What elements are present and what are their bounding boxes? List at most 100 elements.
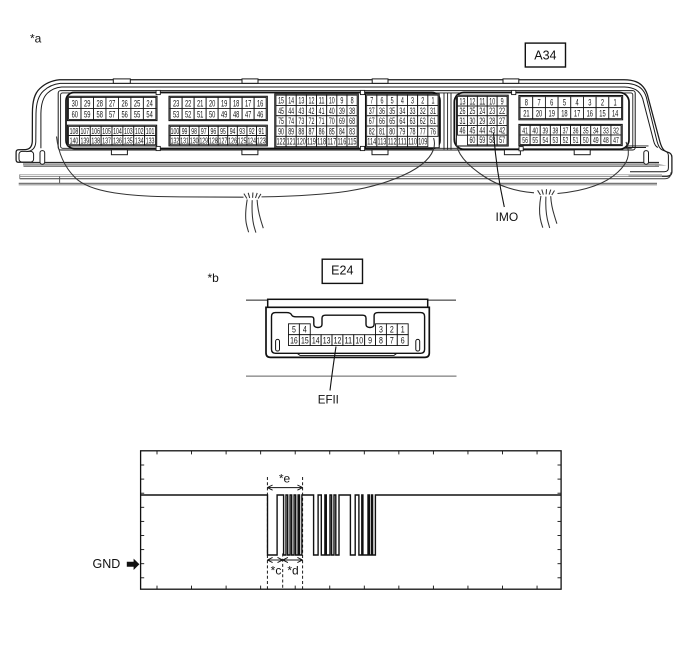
- pin-label-50: 50: [209, 109, 215, 119]
- pin-label-38: 38: [553, 125, 559, 135]
- pin-label-51: 51: [197, 109, 203, 119]
- harness-wires: [55, 136, 629, 233]
- pin-label-119: 119: [307, 137, 316, 147]
- arrowhead-line: [297, 556, 303, 561]
- pin-label-26: 26: [460, 106, 466, 116]
- pin-label-126: 126: [228, 135, 237, 145]
- pin-label-2: 2: [601, 97, 604, 107]
- pin-label-5: 5: [563, 97, 566, 107]
- pin-label-17: 17: [245, 98, 251, 108]
- pin-label-90: 90: [278, 126, 284, 136]
- pin-label-23: 23: [489, 106, 495, 116]
- pin-label-70: 70: [329, 116, 335, 126]
- pin-label-41: 41: [319, 106, 325, 116]
- pin-label-122: 122: [277, 137, 286, 147]
- pin-label-14: 14: [288, 95, 294, 105]
- pin-label-20: 20: [536, 108, 542, 118]
- pin-label-16: 16: [290, 336, 298, 347]
- bundle-strand: [251, 200, 257, 233]
- pin-label-53: 53: [553, 135, 559, 145]
- e24-tag-label: E24: [331, 263, 353, 277]
- pin-label-39: 39: [339, 106, 345, 116]
- pin-label-110: 110: [408, 137, 417, 147]
- e24-key-slot-right: [415, 338, 421, 352]
- pin-cell-76: [427, 125, 439, 137]
- pin-label-1: 1: [431, 95, 434, 105]
- pin-label-60: 60: [469, 135, 475, 145]
- pin-label-24: 24: [479, 106, 485, 116]
- notch: [511, 89, 517, 96]
- pin-label-35: 35: [583, 125, 589, 135]
- pin-cell-133: [144, 135, 156, 146]
- pin-label-97: 97: [201, 126, 207, 136]
- arrowhead-line: [282, 559, 289, 564]
- pin-label-89: 89: [288, 126, 294, 136]
- bottom-tab-4: [503, 149, 521, 156]
- pin-label-63: 63: [410, 116, 416, 126]
- pin-label-30: 30: [72, 98, 78, 108]
- e24-bottom-channel: [296, 352, 398, 356]
- wire-mid-left: [261, 137, 435, 198]
- pin-cell-47: [610, 134, 622, 145]
- pin-label-4: 4: [303, 325, 307, 336]
- note-a-label: *a: [30, 32, 42, 46]
- pin-label-17: 17: [574, 108, 580, 118]
- bundle-strand: [539, 195, 544, 228]
- pin-label-7: 7: [370, 95, 373, 105]
- pin-label-11: 11: [479, 96, 485, 106]
- pin-label-58: 58: [97, 109, 103, 119]
- bundle-tie: [243, 192, 262, 199]
- pin-label-13: 13: [460, 96, 466, 106]
- pin-label-56: 56: [522, 135, 528, 145]
- pin-cell-123: [256, 135, 267, 146]
- pin-label-124: 124: [247, 135, 256, 145]
- pin-label-127: 127: [219, 135, 228, 145]
- pin-label-139: 139: [81, 135, 90, 145]
- pin-label-22: 22: [185, 98, 191, 108]
- pin-label-2: 2: [421, 95, 424, 105]
- arrowhead-line: [267, 484, 273, 489]
- pin-label-6: 6: [401, 336, 405, 347]
- pin-label-28: 28: [97, 98, 103, 108]
- pin-label-46: 46: [257, 109, 263, 119]
- pin-label-33: 33: [603, 125, 609, 135]
- arrowhead-line: [297, 484, 303, 489]
- pin-label-45: 45: [278, 106, 284, 116]
- pin-label-25: 25: [469, 106, 475, 116]
- dim-arrow-e: [267, 484, 303, 491]
- pin-cell-46: [253, 108, 267, 120]
- pin-label-131: 131: [180, 135, 189, 145]
- pin-label-18: 18: [561, 108, 567, 118]
- pin-label-12: 12: [309, 95, 315, 105]
- arrowhead-line: [267, 556, 273, 561]
- pin-label-21: 21: [523, 108, 529, 118]
- pin-label-121: 121: [287, 137, 296, 147]
- pin-label-33: 33: [410, 106, 416, 116]
- pin-label-42: 42: [499, 125, 505, 135]
- pin-label-10: 10: [329, 95, 335, 105]
- ecu-housing: [15, 79, 673, 177]
- pin-label-34: 34: [593, 125, 599, 135]
- waveform-signal-trace: [140, 494, 562, 556]
- top-tab-4: [502, 78, 520, 84]
- bundle-strand: [545, 196, 551, 229]
- efii-leader-line: [329, 346, 337, 391]
- bundle-strand: [245, 199, 250, 233]
- pin-label-72: 72: [309, 116, 315, 126]
- pin-label-44: 44: [479, 125, 485, 135]
- pin-label-68: 68: [349, 116, 355, 126]
- pin-label-99: 99: [182, 126, 188, 136]
- band-line-6: [19, 172, 672, 180]
- pin-label-5: 5: [292, 325, 296, 336]
- wire-bundle-2: [537, 189, 558, 229]
- a34-tag-label: A34: [534, 49, 556, 63]
- pin-cell-14: [608, 107, 622, 120]
- efii-label: EFII: [318, 394, 339, 406]
- pin-label-31: 31: [430, 106, 436, 116]
- wire-bundle-1: [243, 192, 264, 233]
- bottom-tab-1: [110, 149, 128, 156]
- pin-label-4: 4: [576, 97, 579, 107]
